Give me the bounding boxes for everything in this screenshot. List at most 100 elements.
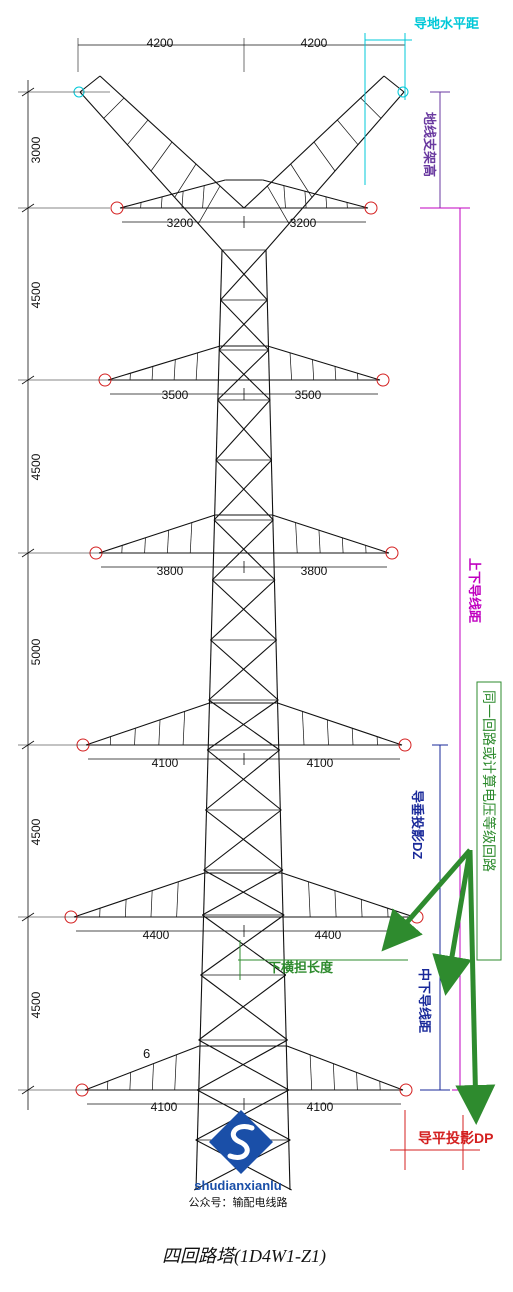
top-dim-right: 4200 [301,36,328,50]
crossarm-brace [152,366,153,380]
crossarm-brace [135,728,136,745]
crossarm-brace [333,1064,334,1090]
arm-span-label: 4100 [152,756,179,770]
crossarm-brace [309,882,311,917]
lattice-brace [216,400,270,460]
crossarm-brace [203,186,205,208]
lattice-brace [214,520,275,580]
crossarm-brace [352,728,353,745]
crossarm-brace [183,711,185,745]
crossarm-brace [296,523,298,553]
crossarm-brace [196,353,198,380]
peak-brace [267,186,289,224]
peak-brace [361,98,381,118]
lattice-brace [197,1040,287,1090]
lattice-brace [212,580,276,640]
lattice-brace [218,350,269,400]
crossarm-top [268,346,380,380]
lattice-brace [221,300,269,350]
arm-span-label: 4400 [143,928,170,942]
crossarm-brace [175,1055,177,1090]
crossarm-brace [290,353,292,380]
crossarm-brace [342,538,343,553]
crossarm-brace [159,720,160,745]
lattice-brace [209,700,280,750]
crossarm-brace [327,720,328,745]
crossarm-brace [174,360,175,380]
ground-wire-point [398,87,408,97]
lattice-brace [202,870,283,915]
crossarm-top [108,346,220,380]
label-mid-lower-spacing: 中下导线距 [417,968,432,1033]
label-lower-crossarm-length: 下横担长度 [268,960,334,975]
lattice-brace [199,1040,289,1090]
lattice-brace [214,460,272,520]
crossarm-brace [357,1072,358,1090]
label-same-circuit-note: 同一回路或计算电压等级回路 [481,690,497,872]
label-horizontal-projection: 导平投影DP [418,1130,493,1146]
label-upper-lower-spacing: 上下导线距 [467,558,482,623]
top-dim-left: 4200 [147,36,174,50]
arm-span-label: 3200 [167,216,194,230]
crossarm-brace [167,530,168,553]
vertical-dim-label: 4500 [29,818,43,845]
lattice-brace [201,975,288,1040]
crossarm-brace [284,186,286,208]
crossarm-brace [302,711,304,745]
green-arrow [470,850,476,1115]
lattice-brace [210,580,275,640]
label-vertical-projection: 导垂投影DZ [410,790,425,859]
panel-number: 6 [143,1046,150,1061]
crossarm-top [282,873,414,917]
arm-span-label: 4100 [307,1100,334,1114]
crossarm-top [74,873,204,917]
vertical-dim-label: 5000 [29,638,43,665]
brand-logo [209,1110,273,1174]
peak-brace [151,142,172,171]
label-ground-wire-height: 地线支架高 [422,112,437,177]
lattice-brace [199,975,286,1040]
lattice-brace [207,700,278,750]
crossarm-brace [190,523,192,553]
crossarm-brace [313,360,314,380]
lattice-brace [204,810,282,870]
arm-span-label: 3500 [295,388,322,402]
arm-span-label: 3800 [301,564,328,578]
arm-span-label: 3200 [290,216,317,230]
crossarm-brace [151,891,152,917]
peak-brace [314,142,335,171]
crossarm-top [86,703,209,745]
watermark-subtitle: 公众号：输配电线路 [189,1195,288,1209]
crossarm-brace [145,538,146,553]
crossarm-top [278,703,403,745]
lattice-brace [216,460,274,520]
diagram-caption: 四回路塔(1D4W1-Z1) [162,1246,326,1267]
label-conductor-escape-horizontal: 导地水平距 [414,16,479,31]
tower-leg [196,250,222,1190]
arm-span-label: 3500 [162,388,189,402]
peak-brace [198,186,220,224]
crossarm-brace [161,197,162,208]
arm-span-label: 4400 [315,928,342,942]
vertical-dim-label: 4500 [29,281,43,308]
crossarm-brace [177,882,179,917]
arm-span-label: 3800 [157,564,184,578]
crossarm-brace [130,1072,131,1090]
peak-brace [127,120,148,145]
lattice-brace [209,640,277,700]
lattice-brace [222,250,267,300]
lattice-brace [219,300,267,350]
crossarm-top [263,180,368,208]
lattice-brace [210,640,278,700]
crossarm-brace [335,366,336,380]
lattice-brace [218,400,272,460]
arm-span-label: 4100 [307,756,334,770]
crossarm-brace [310,1055,312,1090]
crossarm-brace [326,197,327,208]
crossarm-brace [335,891,336,917]
lattice-brace [204,870,284,915]
vertical-dim-label: 4500 [29,453,43,480]
tower-leg [266,250,290,1190]
lattice-brace [205,810,282,870]
